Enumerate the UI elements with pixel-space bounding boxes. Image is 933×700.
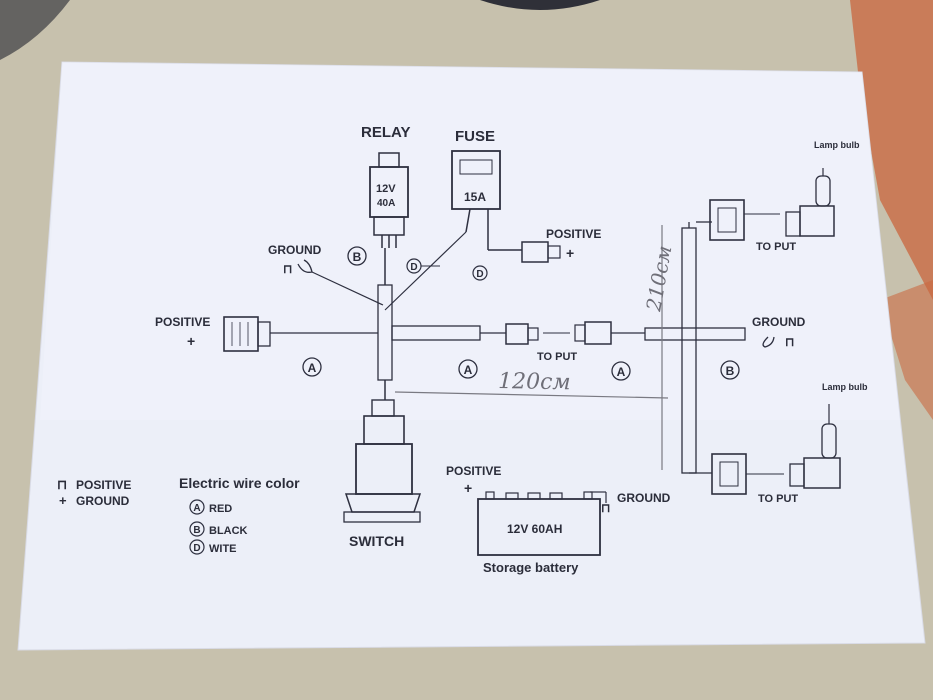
legend-color-wite: WITE bbox=[209, 543, 237, 555]
ground-top-left-label: GROUND bbox=[268, 243, 322, 257]
wire-color-legend: Electric wire color A RED B BLACK D WITE bbox=[179, 475, 300, 555]
ground-right-symbol: ⊓ bbox=[785, 335, 794, 349]
cloth-pattern-2 bbox=[880, 280, 933, 420]
lamp-top-to-put: TO PUT bbox=[756, 241, 796, 253]
relay-title: RELAY bbox=[361, 124, 410, 141]
battery-rating: 12V 60AH bbox=[507, 522, 562, 536]
lamp-bottom-assembly bbox=[711, 404, 841, 495]
svg-text:B: B bbox=[353, 250, 362, 264]
marker-b-top: B bbox=[347, 246, 367, 266]
ground-right-label: GROUND bbox=[752, 315, 806, 329]
marker-b-right: B bbox=[720, 360, 740, 380]
switch-assembly bbox=[343, 399, 422, 523]
battery-positive-label: POSITIVE bbox=[446, 464, 501, 478]
lamp-top-caption: Lamp bulb bbox=[814, 140, 860, 150]
positive-left-label: POSITIVE bbox=[155, 315, 210, 329]
legend-color-black: BLACK bbox=[209, 525, 248, 537]
legend-letter-a: A bbox=[193, 503, 200, 514]
svg-text:D: D bbox=[410, 262, 417, 273]
fuse-holder bbox=[451, 150, 501, 210]
battery-assembly bbox=[477, 491, 607, 556]
object-top bbox=[480, 0, 600, 10]
legend-positive-symbol: ⊓ bbox=[57, 477, 67, 492]
battery-ground-symbol: ⊓ bbox=[601, 501, 610, 515]
fuse-rating: 15A bbox=[464, 190, 486, 204]
ground-right-ring-icon bbox=[762, 336, 775, 348]
fuse-window bbox=[459, 159, 493, 175]
switch-title: SWITCH bbox=[349, 533, 404, 549]
fuse-positive-symbol: + bbox=[566, 245, 574, 261]
ground-top-left-symbol: ⊓ bbox=[283, 262, 292, 276]
lamp-bottom-to-put: TO PUT bbox=[758, 493, 798, 505]
wire-color-title: Electric wire color bbox=[179, 475, 300, 491]
legend-letter-d: D bbox=[193, 543, 200, 554]
relay-voltage: 12V bbox=[376, 183, 396, 195]
mid-to-put-label: TO PUT bbox=[537, 351, 577, 363]
svg-text:D: D bbox=[476, 269, 483, 280]
marker-a-left: A bbox=[302, 357, 322, 377]
legend: ⊓ POSITIVE + GROUND bbox=[57, 477, 131, 508]
fuse-positive-label: POSITIVE bbox=[546, 227, 601, 241]
object-left bbox=[0, 0, 70, 60]
legend-ground-symbol: + bbox=[59, 493, 67, 508]
marker-d-fuse: D bbox=[472, 265, 488, 281]
paper-highlight bbox=[40, 62, 900, 420]
svg-text:B: B bbox=[726, 364, 735, 378]
fuse-title: FUSE bbox=[455, 128, 495, 145]
lamp-bottom-caption: Lamp bulb bbox=[822, 382, 868, 392]
battery-caption: Storage battery bbox=[483, 560, 579, 575]
measure-horizontal-line bbox=[394, 391, 669, 399]
legend-ground: GROUND bbox=[76, 494, 130, 508]
legend-color-red: RED bbox=[209, 503, 232, 515]
positive-left-symbol: + bbox=[187, 333, 195, 349]
lamp-top-assembly bbox=[709, 168, 835, 241]
battery-ground-label: GROUND bbox=[617, 491, 671, 505]
right-harness-horizontal bbox=[644, 327, 746, 341]
legend-positive: POSITIVE bbox=[76, 478, 131, 492]
relay-current: 40A bbox=[377, 198, 395, 209]
marker-a-right: A bbox=[611, 361, 631, 381]
battery-positive-symbol: + bbox=[464, 480, 472, 496]
length-horizontal: 120см bbox=[498, 369, 571, 395]
svg-text:A: A bbox=[308, 361, 317, 375]
ring-terminal-icon bbox=[297, 259, 313, 273]
legend-letter-b: B bbox=[193, 525, 200, 536]
svg-text:A: A bbox=[464, 363, 473, 377]
cloth-pattern bbox=[850, 0, 933, 300]
svg-text:A: A bbox=[617, 365, 626, 379]
marker-a-mid: A bbox=[458, 359, 478, 379]
